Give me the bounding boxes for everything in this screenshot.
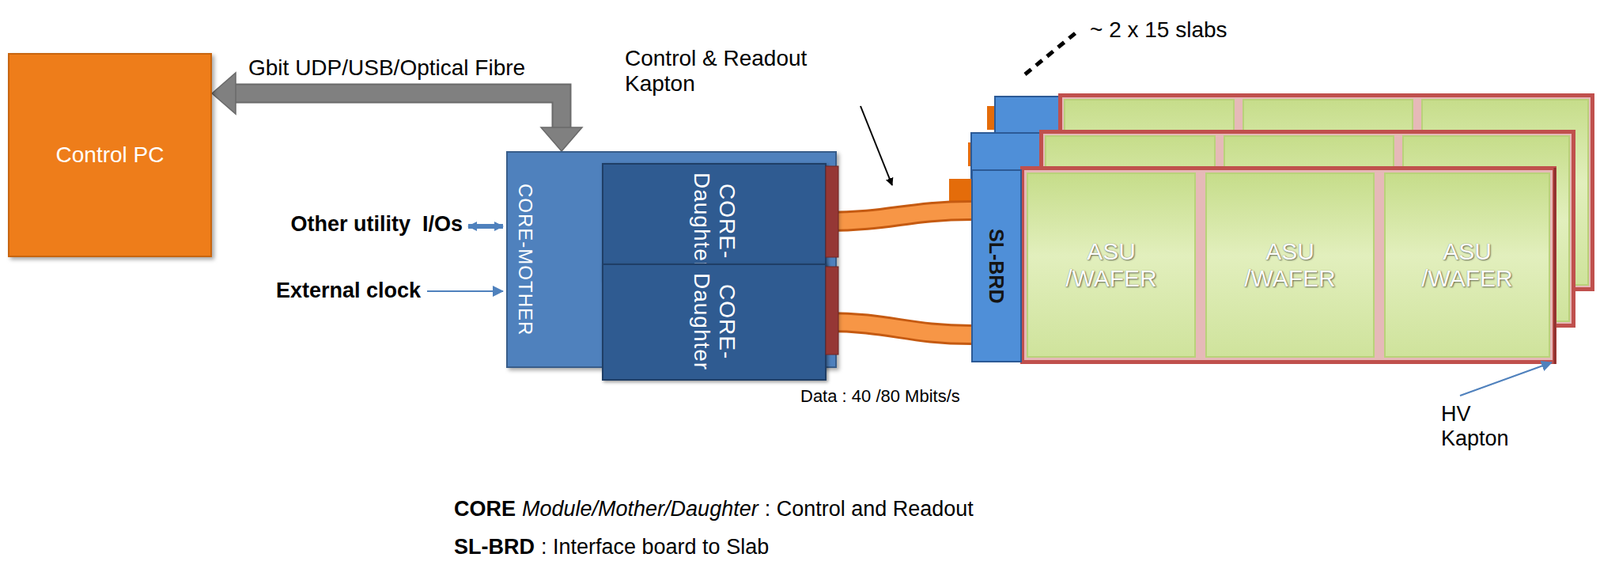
asu-wafer: ASU /WAFER [1205,172,1375,358]
asu-wafer: ASU /WAFER [1384,172,1551,358]
kapton-leader [860,105,893,186]
legend-line: COREModule/Mother/Daughter: Control and … [453,496,980,522]
kapton-connector [825,266,839,355]
asu-wafer: ASU /WAFER [1026,172,1196,358]
connector [211,72,583,152]
node-text: CORE-Daughter [688,164,740,279]
io-label: Other utility I/Os [290,211,463,237]
slab-count-leader [1025,31,1078,75]
node-text: ASU /WAFER [1230,238,1350,293]
legend-text: CORE [453,496,516,522]
arrow-head [211,72,236,114]
core-daughter-board: CORE-Daughter [601,162,827,280]
connector [826,321,972,335]
node-text: Control PC [56,142,165,168]
clock-arrow [427,290,504,292]
node-text: CORE-Daughter [688,264,740,379]
computer-box: Control PC [7,52,212,258]
kapton-connector [825,166,839,258]
hv-kapton-label: HV Kapton [1441,401,1540,451]
clock-label: External clock [276,278,421,303]
edge-label: Gbit UDP/USB/Optical Fibre [245,55,528,81]
node-text: ASU /WAFER [1051,238,1171,293]
core-daughter-board: CORE-Daughter [601,263,827,381]
core-mother-board: CORE-MOTHERCORE-DaughterCORE-Daughter [506,151,837,368]
legend-text: SL-BRD [453,534,535,560]
node-text: CORE-MOTHER [514,183,537,336]
node-text: ASU /WAFER [1407,238,1527,293]
slab-count-note: ~ 2 x 15 slabs [1089,17,1228,43]
legend-line: SL-BRD: Interface board to Slab [453,534,776,560]
front-slab-frame [949,166,1557,364]
data-rate-note: Data : 40 /80 Mbits/s [800,385,961,406]
cable-callout: Control & Readout Kapton [624,45,863,97]
legend-text: Module/Mother/Daughter [521,496,759,522]
legend-text: : Control and Readout [764,496,974,522]
legend-text: : Interface board to Slab [540,534,769,560]
node-text: SL-BRD [985,228,1009,303]
hv-leader [1460,362,1552,396]
connector [826,210,972,222]
io-arrow [468,223,504,229]
slab-interface-board: SL-BRD [971,169,1022,363]
arrow-head [540,127,583,152]
